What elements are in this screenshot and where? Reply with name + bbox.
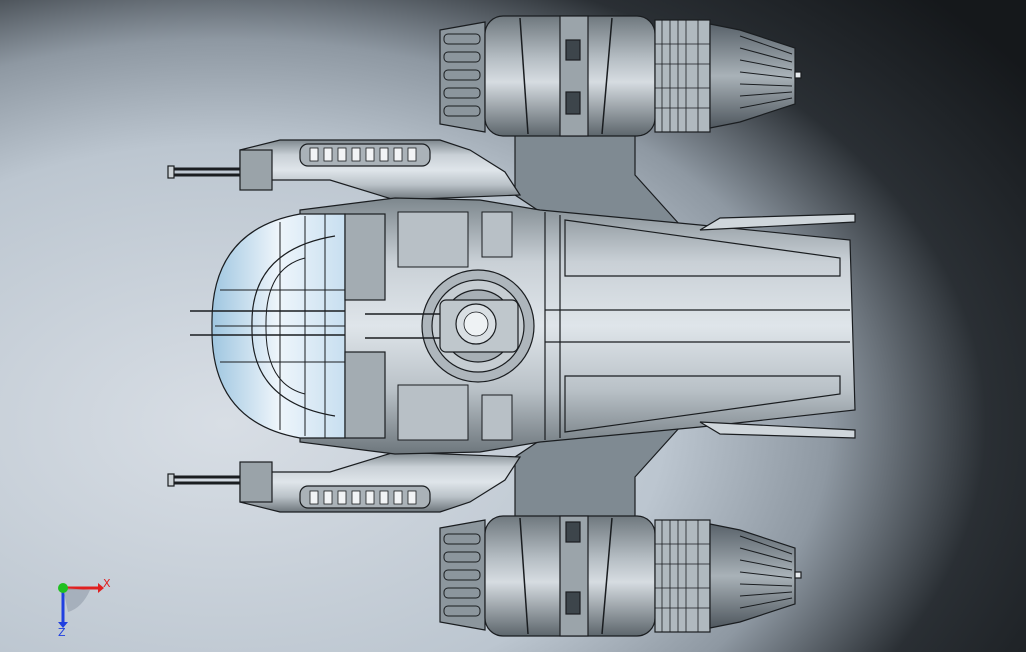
z-axis-label: Z <box>58 626 66 639</box>
axis-triad: X Z <box>58 577 111 639</box>
upper-engine[interactable] <box>439 15 802 137</box>
upper-side-pod <box>167 139 522 201</box>
lower-side-fin <box>699 421 856 439</box>
lower-engine[interactable] <box>439 515 802 637</box>
z-axis-arrow <box>58 622 68 628</box>
cockpit-canopy[interactable] <box>190 213 386 439</box>
dorsal-turret[interactable] <box>365 269 535 383</box>
x-axis-arrow <box>98 583 104 593</box>
triad-origin-shadow <box>63 588 90 612</box>
rear-hull-panels <box>544 212 850 440</box>
y-axis-origin <box>58 583 68 593</box>
upper-side-fin <box>699 213 856 231</box>
spaceship-model[interactable] <box>167 15 856 637</box>
lower-side-pod <box>167 451 522 513</box>
forward-hull-panels <box>364 211 513 441</box>
x-axis-label: X <box>103 577 111 590</box>
